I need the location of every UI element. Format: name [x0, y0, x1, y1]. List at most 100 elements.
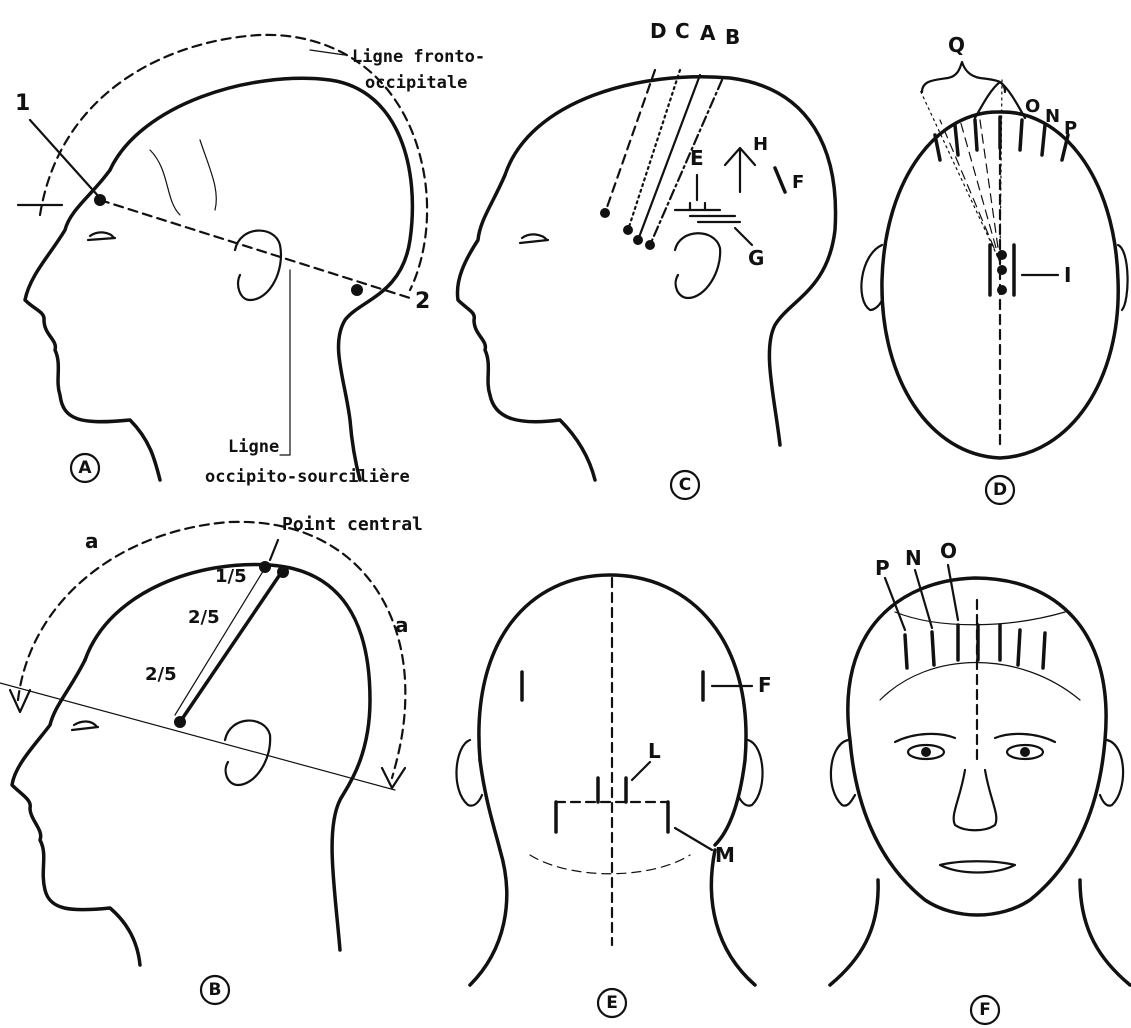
panel-e-neck-right [711, 850, 755, 985]
panel-b-pointer-central [270, 540, 278, 560]
panel-d-fan-lines [920, 80, 1002, 262]
panel-a-label-1: 1 [15, 91, 30, 116]
panel-d-label-p: P [1064, 118, 1077, 139]
panel-e-neck-left [470, 850, 507, 985]
panel-c-point-c [623, 225, 633, 235]
panel-c-label-c: C [675, 19, 690, 43]
panel-b-arrow-right [382, 768, 405, 788]
panel-f-hairline [880, 663, 1080, 701]
panel-d-label-q: Q [948, 33, 965, 57]
panel-f-nose [954, 770, 997, 830]
panel-f-brow-right [995, 734, 1055, 742]
panel-f-electrode-arc [895, 612, 1065, 625]
panel-b-central-line [180, 570, 283, 722]
panel-d-badge: D [993, 480, 1007, 500]
panel-b-head-outline [85, 564, 370, 950]
panel-f-mouth [940, 861, 1015, 872]
panel-b-label-point-central: Point central [282, 514, 423, 535]
panel-e-arrow-l [632, 762, 650, 780]
panel-c-arrow-g [735, 228, 752, 245]
panel-a-point-2 [351, 284, 363, 296]
panel-b: Point central a a 1/5 2/5 2/5 B [0, 514, 423, 1004]
panel-b-label-frac-1: 1/5 [215, 566, 247, 587]
panel-a-occipito-label-2: occipito-sourcilière [205, 467, 410, 487]
panel-f-brow-left [895, 734, 955, 742]
panel-f-neck [830, 880, 1130, 985]
panel-c-mark-f [775, 168, 785, 192]
panel-d-point-1 [997, 250, 1007, 260]
panel-c: D C A B E H F G C [457, 19, 835, 499]
panel-b-point-top-2 [277, 566, 289, 578]
panel-c-face-profile [457, 175, 595, 480]
panel-f-pointer-p [885, 578, 905, 630]
panel-d-label-i: I [1064, 263, 1071, 287]
panel-c-label-a: A [700, 21, 716, 45]
panel-b-face-profile [12, 660, 140, 965]
panel-f-pupil-right [1020, 747, 1030, 757]
panel-e: F L M E [456, 575, 771, 1017]
panel-a-occipito-line [100, 200, 410, 298]
panel-b-tick-ruler [175, 568, 265, 715]
panel-f: P N O F [830, 539, 1130, 1024]
panel-f-pupil-left [921, 747, 931, 757]
panel-e-arrow-m [675, 828, 712, 850]
panel-b-point-top-1 [259, 561, 271, 573]
panel-d-brace-q [922, 62, 1005, 92]
panel-f-label-p: P [875, 556, 890, 580]
panel-b-ear [225, 721, 270, 785]
panel-b-eye [72, 721, 98, 730]
panel-c-electrode-e [675, 203, 740, 222]
panel-c-ear [675, 233, 720, 298]
panel-a-occipito-label-1: Ligne [228, 437, 279, 457]
panel-b-dashed-arc [18, 522, 405, 778]
panel-b-label-frac-3: 2/5 [145, 664, 177, 685]
panel-c-arrow-h [725, 148, 755, 192]
panel-a-point-1 [94, 194, 106, 206]
panel-a-hair-strokes [150, 140, 216, 215]
panel-e-label-m: M [715, 843, 735, 867]
panel-c-point-b [645, 240, 655, 250]
panel-b-label-frac-2: 2/5 [188, 607, 220, 628]
panel-f-label-o: O [940, 539, 957, 563]
panel-a-fronto-label-2: occipitale [365, 73, 467, 93]
panel-e-hairline [530, 855, 690, 874]
panel-d-point-2 [997, 265, 1007, 275]
panel-a-head-outline [110, 78, 412, 480]
panel-c-head-outline [505, 77, 836, 445]
panel-d-label-n: N [1045, 106, 1060, 127]
panel-d: I Q O N P D [861, 33, 1127, 504]
panel-a-label-2: 2 [415, 289, 430, 314]
panel-e-badge: E [606, 993, 618, 1013]
panel-c-point-a [633, 235, 643, 245]
panel-a-face-profile [25, 170, 160, 480]
panel-f-pointer-o [948, 565, 958, 620]
panel-e-label-f: F [758, 673, 772, 697]
panel-c-badge: C [679, 475, 691, 495]
panel-a-pointer-1 [30, 120, 100, 198]
panel-c-line-b [650, 80, 722, 245]
panel-f-label-n: N [905, 546, 922, 570]
panel-e-jaw-left [480, 760, 500, 850]
panel-a-eye [88, 232, 115, 240]
panel-a: 1 2 Ligne fronto- occipitale Ligne occip… [15, 35, 485, 487]
panel-c-line-d [605, 70, 655, 213]
panel-f-badge: F [979, 1000, 991, 1020]
panel-c-label-e: E [690, 146, 704, 170]
panel-c-label-b: B [725, 25, 740, 49]
panel-a-pointer-occipito [280, 270, 290, 455]
panel-a-badge: A [78, 458, 92, 478]
panel-c-label-d: D [650, 19, 667, 43]
panel-c-point-d [600, 208, 610, 218]
panel-d-point-3 [997, 285, 1007, 295]
panel-b-point-bottom [174, 716, 186, 728]
panel-d-ear-left [861, 245, 882, 310]
panel-b-label-a-left: a [85, 529, 99, 553]
panel-d-label-o: O [1025, 96, 1040, 117]
panel-e-label-l: L [648, 739, 661, 763]
panel-c-label-h: H [753, 134, 768, 155]
panel-a-ear [235, 231, 281, 300]
panel-f-electrodes [905, 625, 1045, 668]
panel-c-label-g: G [748, 246, 764, 270]
